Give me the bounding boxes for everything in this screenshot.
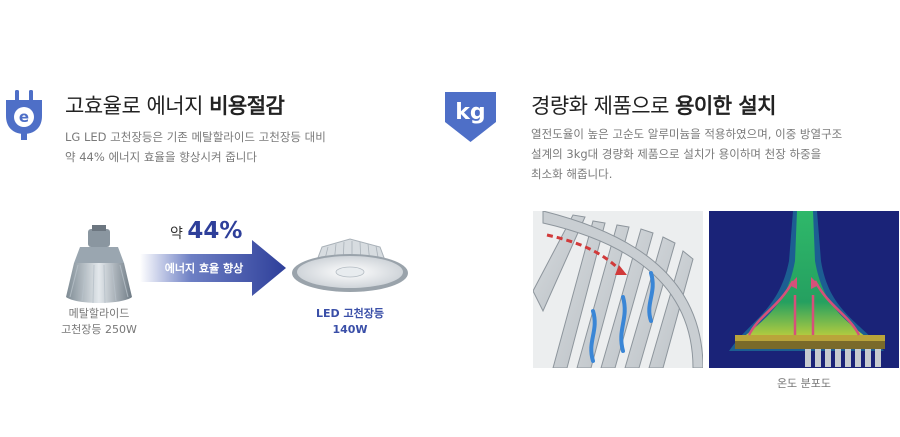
metal-halide-label: 메탈할라이드 고천장등 250W xyxy=(40,306,158,338)
approx-percent: 44% xyxy=(187,218,243,244)
led-highbay-lamp-image xyxy=(290,237,410,295)
icon-letter: e xyxy=(19,108,29,126)
metal-halide-label-line: 고천장등 250W xyxy=(61,323,137,336)
heatsink-airflow-image xyxy=(532,210,704,369)
arrow-label: 에너지 효율 향상 xyxy=(164,262,244,275)
right-desc-line: 설계의 3kg대 경량화 제품으로 설치가 용이하며 천장 하중을 xyxy=(531,147,822,161)
arrow-right-icon xyxy=(140,240,286,296)
efficiency-improvement-value: 약 44% xyxy=(170,218,242,244)
right-feature-title: 경량화 제품으로 용이한 설치 xyxy=(531,90,777,120)
plug-e-icon: e xyxy=(2,90,46,140)
left-title-bold: 비용절감 xyxy=(209,94,285,118)
kg-text: kg xyxy=(455,100,485,125)
metal-halide-label-line: 메탈할라이드 xyxy=(68,307,130,320)
right-feature-description: 열전도율이 높은 고순도 알루미늄을 적용하였으며, 이중 방열구조 설계의 3… xyxy=(531,124,842,184)
right-title-regular: 경량화 제품으로 xyxy=(531,94,676,118)
approx-prefix: 약 xyxy=(170,226,183,242)
led-highbay-label: LED 고천장등 140W xyxy=(294,306,406,338)
thermal-caption: 온도 분포도 xyxy=(776,377,832,390)
right-title-bold: 용이한 설치 xyxy=(675,94,777,118)
left-feature-description: LG LED 고천장등은 기존 메탈할라이드 고천장등 대비 약 44% 에너지… xyxy=(65,127,326,167)
led-label-line: 140W xyxy=(332,323,368,336)
left-desc-line: LG LED 고천장등은 기존 메탈할라이드 고천장등 대비 xyxy=(65,130,326,144)
left-feature-title: 고효율로 에너지 비용절감 xyxy=(65,90,285,120)
right-desc-line: 열전도율이 높은 고순도 알루미늄을 적용하였으며, 이중 방열구조 xyxy=(531,127,843,141)
thermal-distribution-image xyxy=(709,211,899,368)
led-label-line: LED 고천장등 xyxy=(316,307,384,320)
kg-weight-icon: kg xyxy=(443,92,498,142)
left-title-regular: 고효율로 에너지 xyxy=(65,94,210,118)
left-desc-line: 약 44% 에너지 효율을 향상시켜 줍니다 xyxy=(65,150,257,164)
right-desc-line: 최소화 해줍니다. xyxy=(531,167,613,181)
metal-halide-lamp-image xyxy=(62,225,136,305)
